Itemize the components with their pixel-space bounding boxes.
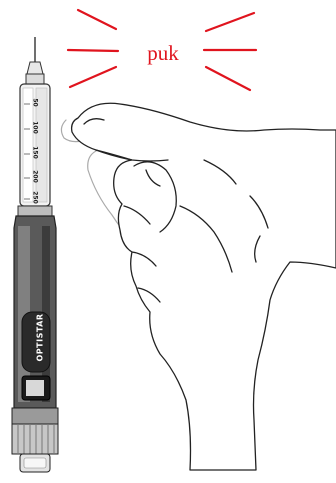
hand-drawing xyxy=(61,103,336,470)
sound-effect-text: puk xyxy=(137,41,189,65)
dose-scale-50: 50 xyxy=(32,92,39,114)
dose-scale-150: 150 xyxy=(32,142,39,164)
dose-scale-200: 200 xyxy=(32,166,39,188)
dose-scale-100: 100 xyxy=(32,117,39,139)
dose-scale-250: 250 xyxy=(32,187,39,209)
pen-brand-label: OPTISTAR xyxy=(36,308,45,368)
